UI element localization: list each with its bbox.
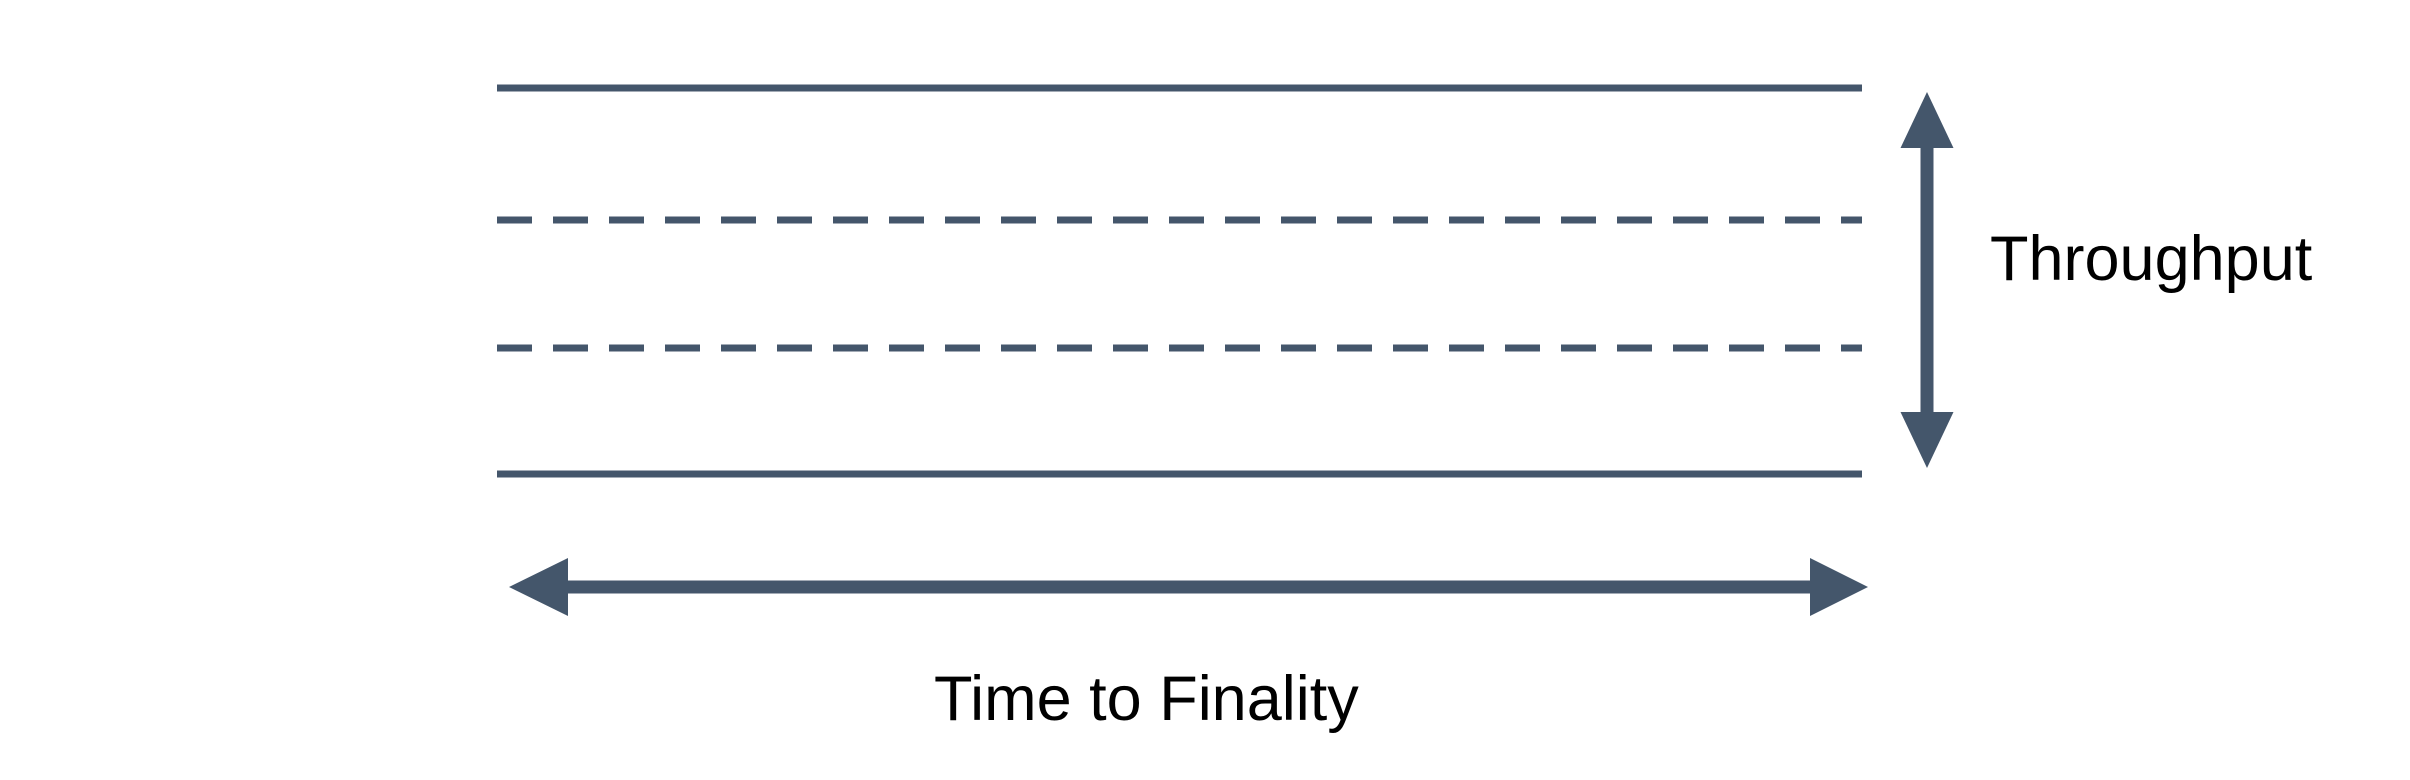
time-to-finality-axis-label: Time to Finality (934, 664, 1359, 734)
double-arrow-vertical-icon (1900, 92, 1954, 468)
throughput-axis-label: Throughput (1990, 224, 2313, 294)
double-arrow-horizontal-icon (509, 558, 1868, 616)
